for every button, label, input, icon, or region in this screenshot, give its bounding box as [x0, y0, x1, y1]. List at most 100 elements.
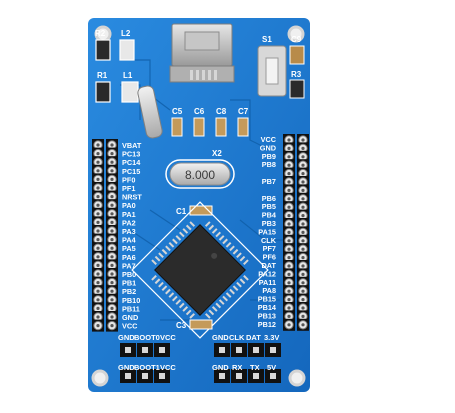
label-bottom-gnd-1: GND — [118, 333, 135, 342]
right-pin-label: VCC — [261, 135, 277, 144]
header-pin-hole — [301, 306, 305, 310]
header-pin-hole — [96, 212, 100, 216]
label-l1: L1 — [123, 71, 133, 80]
crystal-frequency: 8.000 — [185, 168, 215, 182]
header-pin-hole — [96, 246, 100, 250]
header-pin-hole — [96, 238, 100, 242]
header-pin-hole — [110, 212, 114, 216]
left-pin-label: PA2 — [122, 218, 136, 227]
header-pin-hole — [287, 272, 291, 276]
right-pin-label: PB8 — [262, 160, 276, 169]
chip-pin — [222, 238, 228, 245]
right-pin-label: PA11 — [259, 278, 276, 287]
chip-pin — [168, 241, 175, 248]
chip-pin — [208, 224, 215, 231]
bottom-header-pin — [159, 347, 165, 353]
chip-pin — [189, 221, 196, 227]
chip-pin — [218, 235, 225, 241]
label-x2: X2 — [212, 149, 222, 158]
label-c6: C6 — [194, 107, 205, 116]
decoupling-caps — [171, 117, 249, 137]
right-pin-label: PF6 — [263, 253, 276, 262]
chip-pin — [208, 309, 215, 316]
label-bottom-clk: CLK — [229, 333, 245, 342]
chip-pin — [165, 245, 171, 252]
label-r1: R1 — [97, 71, 108, 80]
bottom-header-pin — [219, 347, 225, 353]
chip-pin — [178, 302, 185, 309]
left-pin-label: PA5 — [122, 244, 136, 253]
header-pin-hole — [110, 186, 114, 190]
bottom-header-pin — [159, 373, 165, 379]
res-r3 — [289, 79, 305, 99]
bottom-header-pin — [270, 347, 276, 353]
left-pin-label: PA7 — [122, 261, 136, 270]
header-pin-hole — [110, 263, 114, 267]
left-pin-label: PC14 — [122, 158, 141, 167]
header-pin-hole — [301, 146, 305, 150]
header-pin-hole — [287, 247, 291, 251]
header-pin-hole — [96, 177, 100, 181]
right-pin-header — [283, 134, 309, 331]
left-pin-label: PA1 — [122, 210, 136, 219]
left-pin-label: GND — [122, 313, 138, 322]
header-pin-hole — [96, 263, 100, 267]
chip-pin — [236, 281, 242, 288]
chip-pin — [232, 248, 239, 255]
header-pin-hole — [301, 172, 305, 176]
label-bottom-dat: DAT — [246, 333, 261, 342]
header-pin-hole — [287, 239, 291, 243]
right-pin-label: PF7 — [263, 244, 276, 253]
chip-pin — [151, 274, 157, 281]
label-bottom2-gnd-1: GND — [118, 363, 135, 372]
header-pin-hole — [96, 203, 100, 207]
chip-pin — [239, 255, 246, 262]
bottom-header-pin — [219, 373, 225, 379]
header-pin-hole — [287, 264, 291, 268]
header-pin-hole — [301, 239, 305, 243]
bottom-header-pin — [270, 373, 276, 379]
left-header-pin-inner — [106, 319, 118, 332]
header-pin-hole — [287, 172, 291, 176]
header-pin-hole — [301, 205, 305, 209]
label-r3: R3 — [291, 70, 302, 79]
header-pin-hole — [110, 177, 114, 181]
label-c5: C5 — [172, 107, 183, 116]
left-pin-label: PF0 — [122, 175, 135, 184]
header-pin-hole — [287, 155, 291, 159]
right-pin-label: PA8 — [262, 286, 276, 295]
chip-pin — [243, 259, 249, 265]
left-pin-label: PA4 — [122, 236, 137, 245]
left-pin-header — [92, 139, 118, 332]
header-pin-hole — [110, 306, 114, 310]
header-pin-hole — [287, 138, 291, 142]
rtc-crystal — [137, 85, 163, 139]
chip-pin — [178, 231, 185, 238]
header-pin-hole — [301, 272, 305, 276]
header-pin-hole — [287, 205, 291, 209]
bottom-labels-row2: GND BOOT1 VCC GND RX TX 5V — [118, 363, 276, 372]
header-pin-hole — [110, 220, 114, 224]
label-bottom2-vcc: VCC — [160, 363, 176, 372]
chip-pin — [222, 295, 229, 302]
chip-pin — [168, 292, 175, 298]
header-pin-hole — [287, 256, 291, 260]
chip-pin — [232, 285, 239, 292]
chip-pin-array — [151, 221, 249, 319]
left-pin-label: VBAT — [122, 141, 142, 150]
header-pin-hole — [110, 289, 114, 293]
right-pin-label: PB15 — [258, 295, 276, 304]
header-pin-hole — [110, 152, 114, 156]
header-pin-hole — [96, 281, 100, 285]
header-pin-hole — [287, 222, 291, 226]
header-pin-hole — [301, 298, 305, 302]
chip-pin — [161, 285, 168, 292]
reset-button — [257, 45, 287, 97]
header-pin-hole — [96, 298, 100, 302]
chip-pin — [151, 259, 157, 265]
chip-pin — [154, 255, 161, 262]
header-pin-hole — [110, 229, 114, 233]
bottom-header-pin — [125, 373, 131, 379]
chip-pin — [225, 241, 232, 248]
header-pin-hole — [96, 160, 100, 164]
